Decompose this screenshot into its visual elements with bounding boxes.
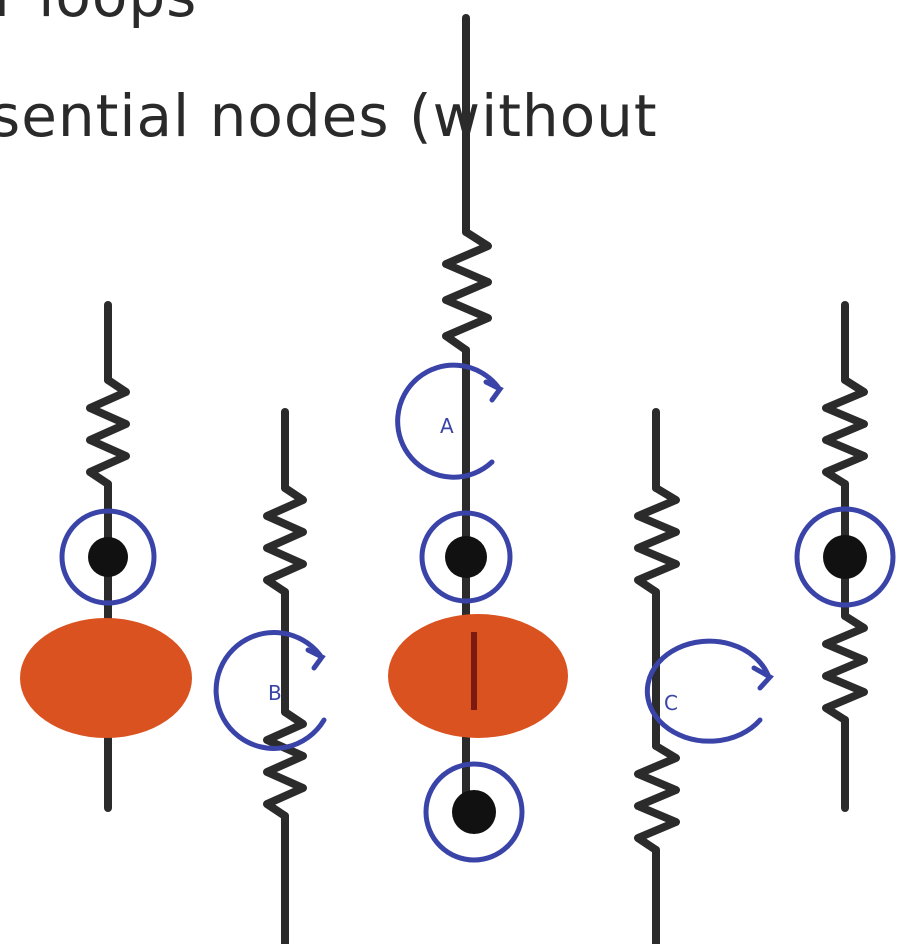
node-2 (419, 510, 513, 604)
node-3 (423, 761, 525, 863)
heading-line-2: sential nodes (without (0, 82, 658, 150)
resistor-icon (634, 742, 680, 854)
mesh-loops: A B C (213, 362, 774, 751)
sources (20, 614, 568, 738)
branch-4 (634, 408, 680, 944)
resistor-icon (634, 484, 680, 596)
essential-nodes (59, 506, 896, 863)
svg-text:B: B (268, 681, 282, 705)
resistor-icon (263, 484, 307, 596)
voltage-source-2 (388, 614, 568, 738)
node-4 (794, 506, 896, 608)
resistor-icon (822, 612, 868, 724)
voltage-source-1 (20, 618, 192, 738)
mesh-loop-a: A (395, 362, 504, 480)
mesh-loop-b: B (213, 630, 327, 751)
branch-2 (263, 408, 307, 944)
mesh-loop-c: C (644, 638, 774, 744)
svg-text:C: C (664, 691, 678, 715)
resistor-icon (86, 376, 130, 488)
resistor-icon (822, 376, 868, 488)
node-1 (59, 508, 157, 606)
svg-text:A: A (440, 414, 454, 438)
resistor-icon (263, 708, 307, 820)
heading-line-1: r loops (0, 0, 197, 30)
resistor-icon (442, 228, 492, 354)
